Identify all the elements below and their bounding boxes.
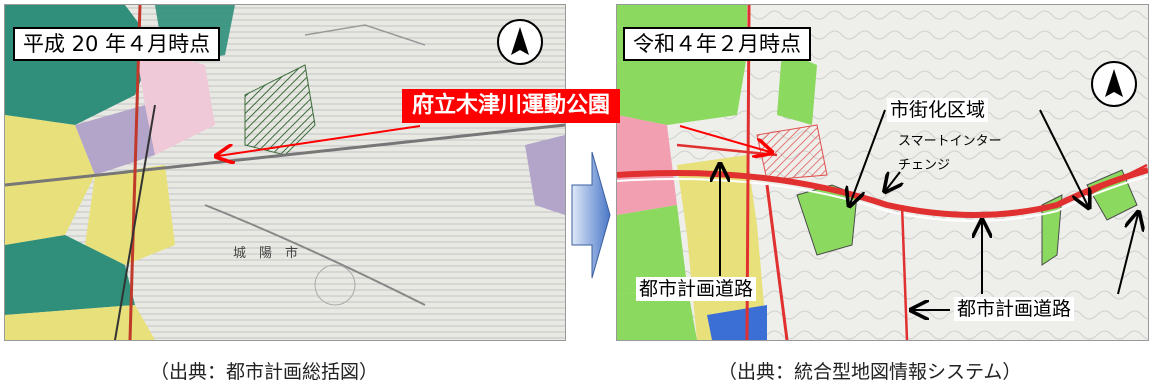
left-date-label: 平成 20 年４月時点 (13, 27, 221, 61)
north-arrow-icon (497, 19, 543, 65)
left-map-panel: 平成 20 年４月時点 城 陽 市 (4, 4, 566, 341)
urbanization-area-label: 市街化区域 (887, 98, 989, 122)
right-source-caption: （出典：統合型地図情報システム） (718, 361, 1022, 383)
smart-ic-label-line1: スマートインター (898, 134, 1002, 149)
right-arrow-icon (571, 151, 611, 279)
planned-road-label-right: 都市計画道路 (954, 297, 1075, 321)
smart-ic-label-line2: チェンジ (898, 158, 951, 173)
park-label: 府立木津川運動公園 (402, 89, 621, 123)
planned-road-label-left: 都市計画道路 (636, 277, 757, 301)
right-date-label: 令和４年２月時点 (623, 27, 811, 61)
left-source-caption: （出典：都市計画総括図） (150, 361, 379, 383)
north-arrow-icon (1091, 61, 1137, 107)
left-map-city-text: 城 陽 市 (233, 246, 299, 261)
left-map-graphic (5, 5, 565, 340)
